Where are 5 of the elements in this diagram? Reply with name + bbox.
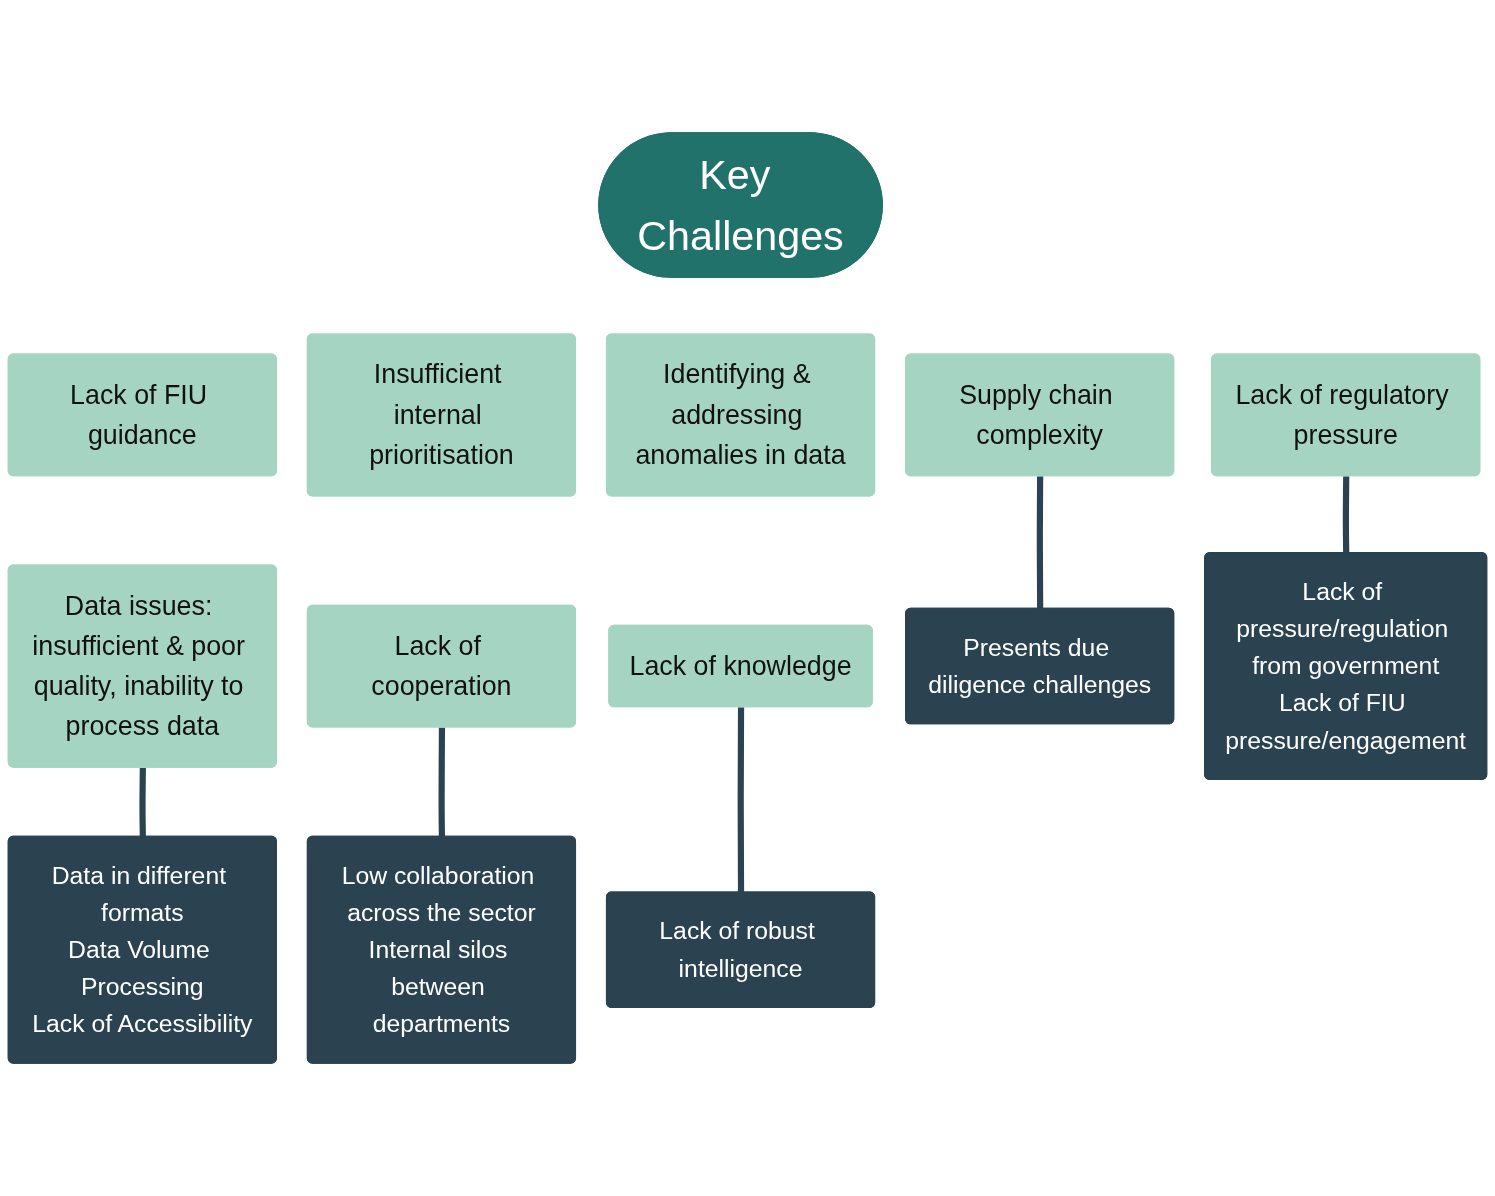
connector	[1036, 476, 1044, 609]
connector	[737, 707, 745, 893]
connector	[1342, 476, 1350, 554]
connector	[139, 767, 146, 837]
connector	[438, 727, 446, 837]
